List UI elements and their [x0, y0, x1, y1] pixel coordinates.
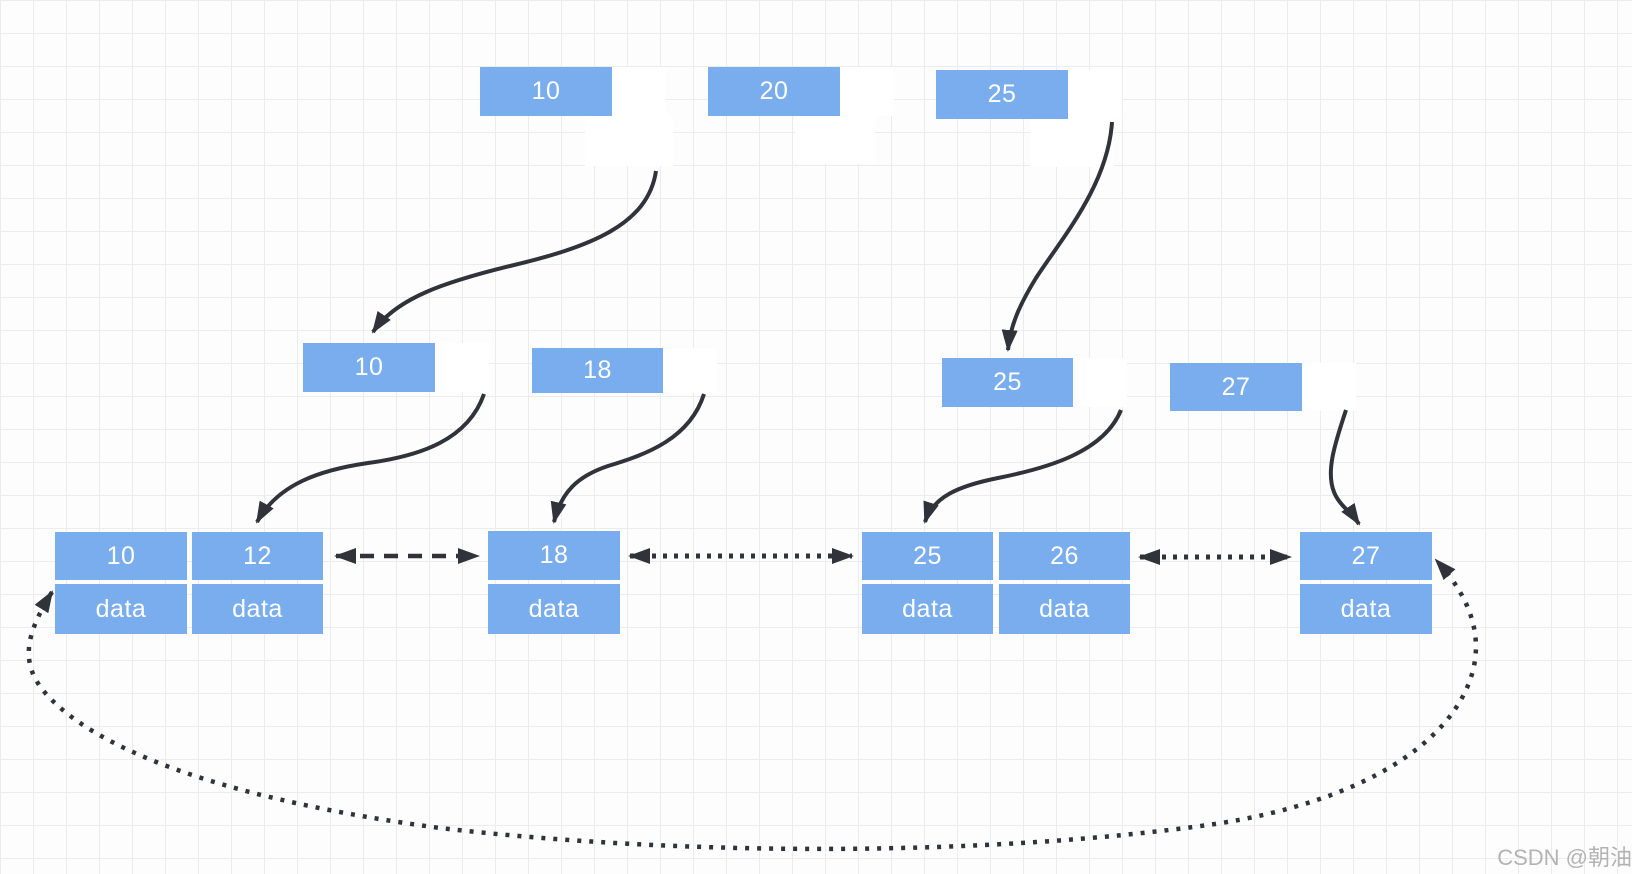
arrow-root25-to-internal25	[1001, 121, 1114, 352]
erased-grid-patch	[1030, 119, 1114, 167]
arrow-internal27-to-leaf27	[1328, 409, 1361, 526]
root-key-cell: 10	[480, 67, 612, 116]
circular-leaf-link-27-10	[26, 558, 1479, 852]
pointer-cell	[1073, 358, 1127, 407]
arrow-internal10-to-leaf12	[255, 393, 486, 524]
arrow-root10-to-internal10	[371, 170, 658, 334]
pointer-cell	[663, 348, 717, 393]
watermark: CSDN @朝油	[1497, 845, 1632, 870]
pointer-cell	[840, 67, 894, 116]
erased-grid-patch	[585, 116, 673, 166]
internal-key-cell: 18	[532, 348, 663, 393]
internal-key-cell: 10	[303, 343, 435, 392]
erased-grid-patch	[795, 116, 875, 164]
pointer-cell	[612, 67, 666, 116]
pointer-cell	[435, 343, 489, 392]
pointer-cell	[1302, 363, 1356, 411]
pointer-cell	[1068, 70, 1122, 119]
internal-key-cell: 27	[1170, 363, 1302, 411]
internal-key-cell: 25	[942, 358, 1073, 407]
root-key-cell: 25	[936, 70, 1068, 119]
arrow-internal25-to-leaf25	[923, 409, 1123, 524]
arrow-internal18-to-leaf18	[550, 393, 706, 524]
root-key-cell: 20	[708, 67, 840, 116]
